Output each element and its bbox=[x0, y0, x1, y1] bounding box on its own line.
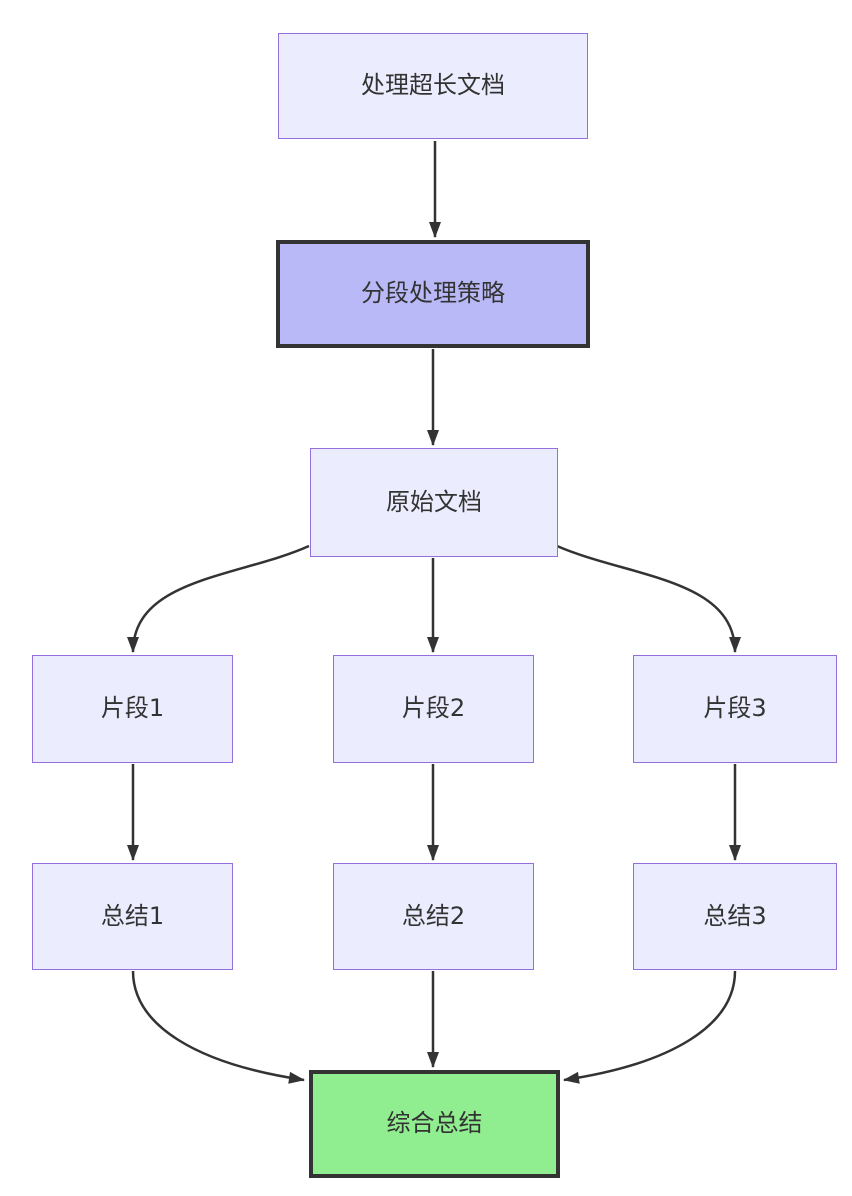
node-combined-summary: 综合总结 bbox=[309, 1070, 560, 1178]
edge-summary-3-to-combined bbox=[563, 970, 737, 1084]
node-summary-1: 总结1 bbox=[32, 863, 233, 970]
node-fragment-1: 片段1 bbox=[32, 655, 233, 763]
edge-summary-1-to-combined bbox=[131, 970, 305, 1084]
edge-original-to-fragment-1 bbox=[127, 544, 310, 653]
node-summary-3: 总结3 bbox=[633, 863, 837, 970]
node-fragment-2: 片段2 bbox=[333, 655, 534, 763]
node-process-long-document: 处理超长文档 bbox=[278, 33, 588, 139]
node-fragment-3: 片段3 bbox=[633, 655, 837, 763]
edge-original-to-fragment-3 bbox=[556, 544, 741, 653]
node-original-document: 原始文档 bbox=[310, 448, 558, 557]
node-summary-2: 总结2 bbox=[333, 863, 534, 970]
node-segmentation-strategy: 分段处理策略 bbox=[276, 240, 590, 348]
